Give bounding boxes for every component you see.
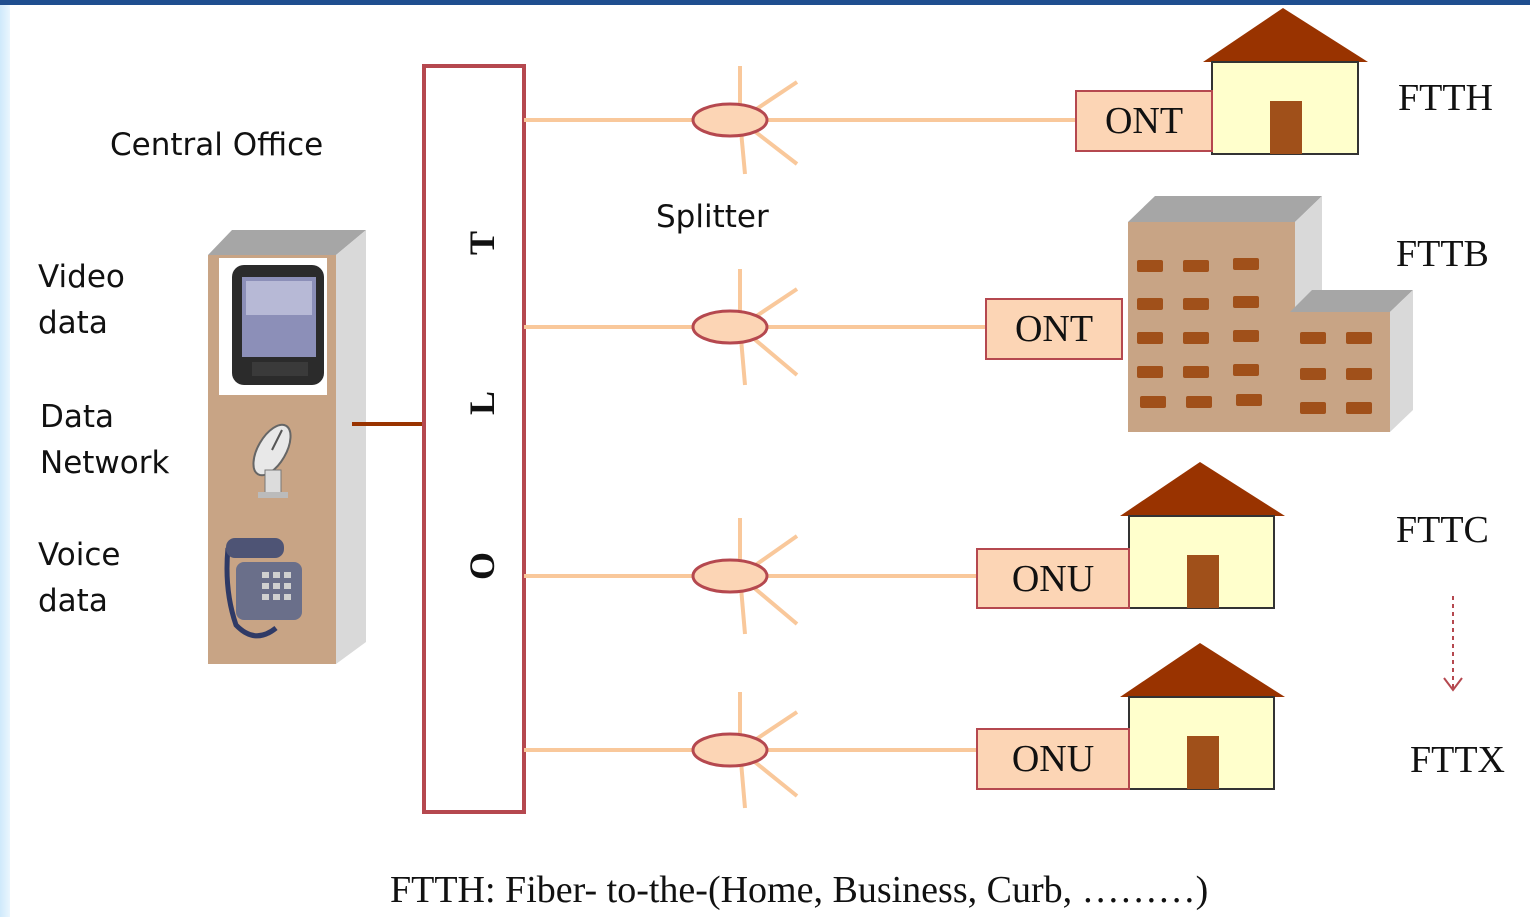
terminal-box-ftth: ONT: [1075, 90, 1213, 152]
type-label-fttx: FTTX: [1410, 739, 1505, 781]
source-video-line1: Video: [38, 259, 125, 295]
fiber-lines: [524, 118, 1075, 752]
source-video-line2: data: [38, 305, 108, 341]
source-voice-line2: data: [38, 583, 108, 619]
source-video-label: Video data: [38, 254, 125, 346]
splitter-2: [691, 269, 799, 386]
tv-icon: [219, 258, 327, 395]
olt-letter-t: T: [462, 231, 502, 256]
terminal-box-fttb: ONT: [985, 298, 1123, 360]
olt-box: [422, 64, 526, 814]
source-voice-label: Voice data: [38, 532, 121, 624]
splitter-1: [691, 66, 799, 175]
terminal-box-fttc: ONU: [976, 548, 1130, 609]
splitter-3: [691, 518, 799, 635]
splitter-label: Splitter: [656, 199, 769, 235]
splitter-4: [691, 692, 799, 809]
slide-top-bar: [0, 0, 1530, 5]
fttc-to-fttx-arrow: [1443, 596, 1463, 692]
house-ftth: [1203, 8, 1368, 155]
olt-letter-o: O: [462, 552, 502, 581]
satellite-dish-icon: [252, 423, 292, 498]
source-data-line2: Network: [40, 445, 170, 481]
source-data-line1: Data: [40, 399, 115, 435]
house-fttc: [1120, 462, 1285, 609]
source-data-label: Data Network: [40, 394, 169, 486]
house-fttx: [1120, 643, 1285, 790]
building-fttb: [1128, 196, 1413, 432]
type-label-fttb: FTTB: [1396, 233, 1489, 275]
terminal-box-fttx: ONU: [976, 728, 1130, 790]
diagram-caption: FTTH: Fiber- to-the-(Home, Business, Cur…: [390, 869, 1209, 911]
type-label-fttc: FTTC: [1396, 509, 1489, 551]
source-voice-line1: Voice: [38, 537, 121, 573]
olt-letter-l: L: [462, 391, 502, 416]
central-office-label: Central Office: [110, 127, 324, 163]
telephone-icon: [224, 538, 302, 639]
slide-left-bar: [0, 5, 10, 917]
type-label-ftth: FTTH: [1398, 77, 1493, 119]
